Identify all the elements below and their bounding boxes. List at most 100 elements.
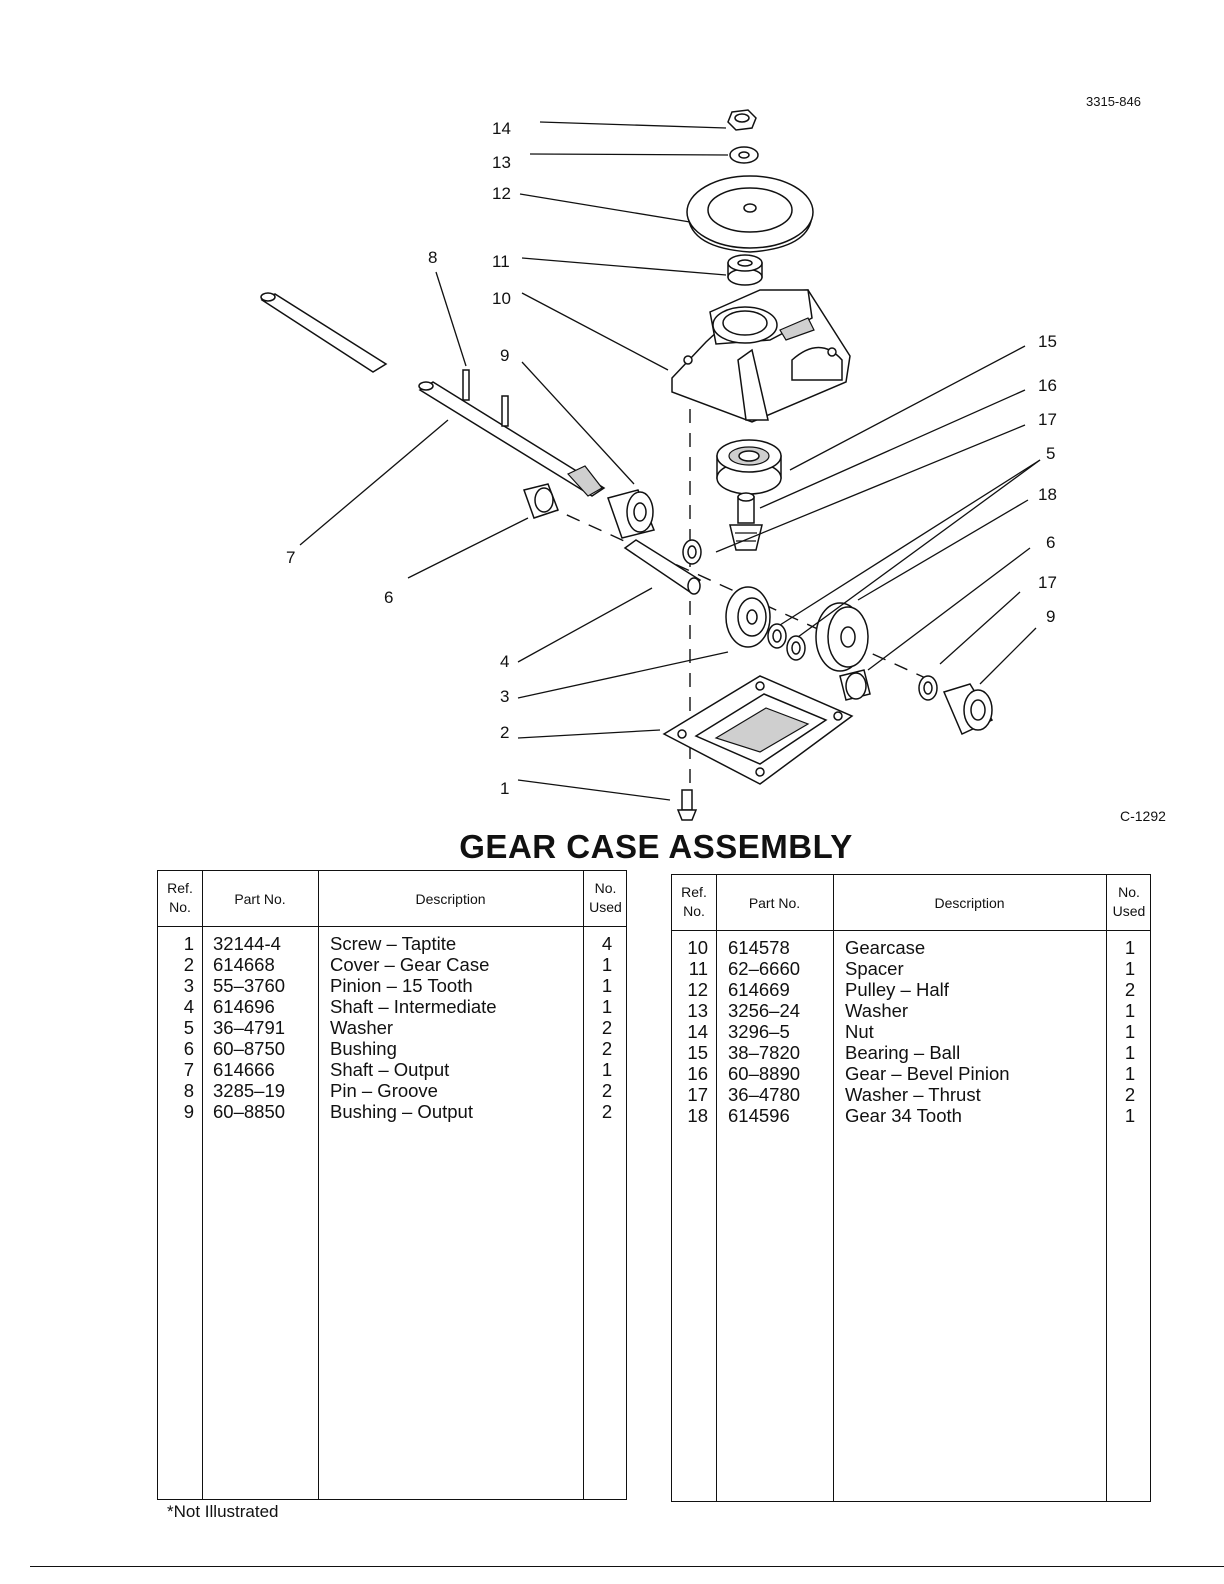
quantity-cell: 2 bbox=[601, 1038, 613, 1059]
description-cell: Washer – Thrust bbox=[845, 1084, 981, 1105]
part-number-cell: 36–4780 bbox=[728, 1084, 801, 1105]
callout-6: 6 bbox=[384, 588, 393, 607]
description-cell: Shaft – Intermediate bbox=[330, 996, 497, 1017]
output-bushing-right-part bbox=[942, 683, 994, 736]
groove-pin-part bbox=[462, 369, 509, 427]
part-number-cell: 62–6660 bbox=[728, 958, 801, 979]
document-code: 3315-846 bbox=[1086, 94, 1141, 109]
part-number-cell: 60–8850 bbox=[213, 1101, 286, 1122]
description-cell: Pulley – Half bbox=[845, 979, 949, 1000]
callout-8: 8 bbox=[428, 248, 437, 267]
header-no-used: No.Used bbox=[1112, 884, 1146, 919]
part-ref-cell: 11 bbox=[688, 958, 708, 979]
part-ref-cell: 15 bbox=[687, 1042, 708, 1063]
quantity-cell: 1 bbox=[601, 954, 613, 975]
gear-34-tooth-part bbox=[815, 602, 869, 672]
exploded-diagram: 14 13 12 8 11 10 9 15 16 17 5 18 7 6 6 1… bbox=[260, 109, 1057, 821]
part-ref-cell: 7 bbox=[183, 1059, 194, 1080]
pulley-part bbox=[686, 175, 814, 253]
description-cell: Washer bbox=[330, 1017, 394, 1038]
part-number-cell: 614666 bbox=[213, 1059, 275, 1080]
part-number-cell: 60–8750 bbox=[213, 1038, 286, 1059]
quantity-cell: 4 bbox=[601, 933, 613, 954]
callout-17b: 17 bbox=[1038, 573, 1057, 592]
header-ref: Ref.No. bbox=[167, 880, 193, 915]
part-number-cell: 36–4791 bbox=[213, 1017, 286, 1038]
part-ref-cell: 2 bbox=[183, 954, 194, 975]
part-number-cell: 614669 bbox=[728, 979, 790, 1000]
header-part-no: Part No. bbox=[234, 891, 286, 907]
part-ref-cell: 6 bbox=[183, 1038, 194, 1059]
callout-2: 2 bbox=[500, 723, 509, 742]
callout-16: 16 bbox=[1038, 376, 1057, 395]
callout-7: 7 bbox=[286, 548, 295, 567]
quantity-cell: 2 bbox=[601, 1017, 613, 1038]
washer-pair-part bbox=[767, 623, 806, 661]
quantity-cell: 1 bbox=[1124, 1021, 1136, 1042]
part-number-cell: 60–8890 bbox=[728, 1063, 801, 1084]
description-cell: Bushing bbox=[330, 1038, 397, 1059]
thrust-washer-right-part bbox=[918, 675, 938, 701]
callout-17: 17 bbox=[1038, 410, 1057, 429]
quantity-cell: 1 bbox=[1124, 1063, 1136, 1084]
part-ref-cell: 12 bbox=[687, 979, 708, 1000]
callout-12: 12 bbox=[492, 184, 511, 203]
intermediate-shaft-part bbox=[623, 539, 702, 595]
output-bushing-part bbox=[607, 489, 656, 539]
header-description: Description bbox=[934, 895, 1005, 911]
quantity-cell: 2 bbox=[1124, 979, 1136, 1000]
gearcase-part bbox=[671, 289, 851, 423]
callout-9b: 9 bbox=[1046, 607, 1055, 626]
description-cell: Gear 34 Tooth bbox=[845, 1105, 962, 1126]
description-cell: Gearcase bbox=[845, 937, 926, 958]
output-shaft-part bbox=[260, 292, 606, 497]
callout-11: 11 bbox=[492, 252, 510, 271]
callout-3: 3 bbox=[500, 687, 509, 706]
callout-6b: 6 bbox=[1046, 533, 1055, 552]
header-ref: Ref.No. bbox=[681, 884, 707, 919]
screw-part bbox=[676, 789, 698, 821]
part-number-cell: 614668 bbox=[213, 954, 275, 975]
part-ref-cell: 9 bbox=[183, 1101, 194, 1122]
part-ref-cell: 1 bbox=[183, 933, 194, 954]
part-ref-cell: 10 bbox=[687, 937, 708, 958]
callout-1: 1 bbox=[500, 779, 509, 798]
callout-9: 9 bbox=[500, 346, 509, 365]
callout-15: 15 bbox=[1038, 332, 1057, 351]
thrust-washer-part bbox=[682, 539, 702, 565]
description-cell: Pinion – 15 Tooth bbox=[330, 975, 473, 996]
quantity-cell: 1 bbox=[1124, 1105, 1136, 1126]
page-title: GEAR CASE ASSEMBLY bbox=[459, 828, 853, 865]
quantity-cell: 1 bbox=[1124, 1042, 1136, 1063]
description-cell: Cover – Gear Case bbox=[330, 954, 490, 975]
part-number-cell: 3296–5 bbox=[728, 1021, 790, 1042]
part-ref-cell: 17 bbox=[687, 1084, 708, 1105]
quantity-cell: 1 bbox=[1124, 937, 1136, 958]
part-number-cell: 38–7820 bbox=[728, 1042, 801, 1063]
figure-code: C-1292 bbox=[1120, 808, 1166, 824]
description-cell: Spacer bbox=[845, 958, 904, 979]
footnote: *Not Illustrated bbox=[167, 1502, 279, 1521]
callout-4: 4 bbox=[500, 652, 509, 671]
part-number-cell: 614578 bbox=[728, 937, 790, 958]
header-no-used: No.Used bbox=[589, 880, 622, 915]
part-ref-cell: 18 bbox=[687, 1105, 708, 1126]
part-ref-cell: 4 bbox=[183, 996, 194, 1017]
callout-5: 5 bbox=[1046, 444, 1055, 463]
description-cell: Washer bbox=[845, 1000, 909, 1021]
part-ref-cell: 8 bbox=[183, 1080, 194, 1101]
quantity-cell: 1 bbox=[601, 975, 613, 996]
bottom-rule bbox=[30, 1566, 1224, 1567]
description-cell: Gear – Bevel Pinion bbox=[845, 1063, 1010, 1084]
part-number-cell: 614696 bbox=[213, 996, 275, 1017]
quantity-cell: 1 bbox=[1124, 1000, 1136, 1021]
